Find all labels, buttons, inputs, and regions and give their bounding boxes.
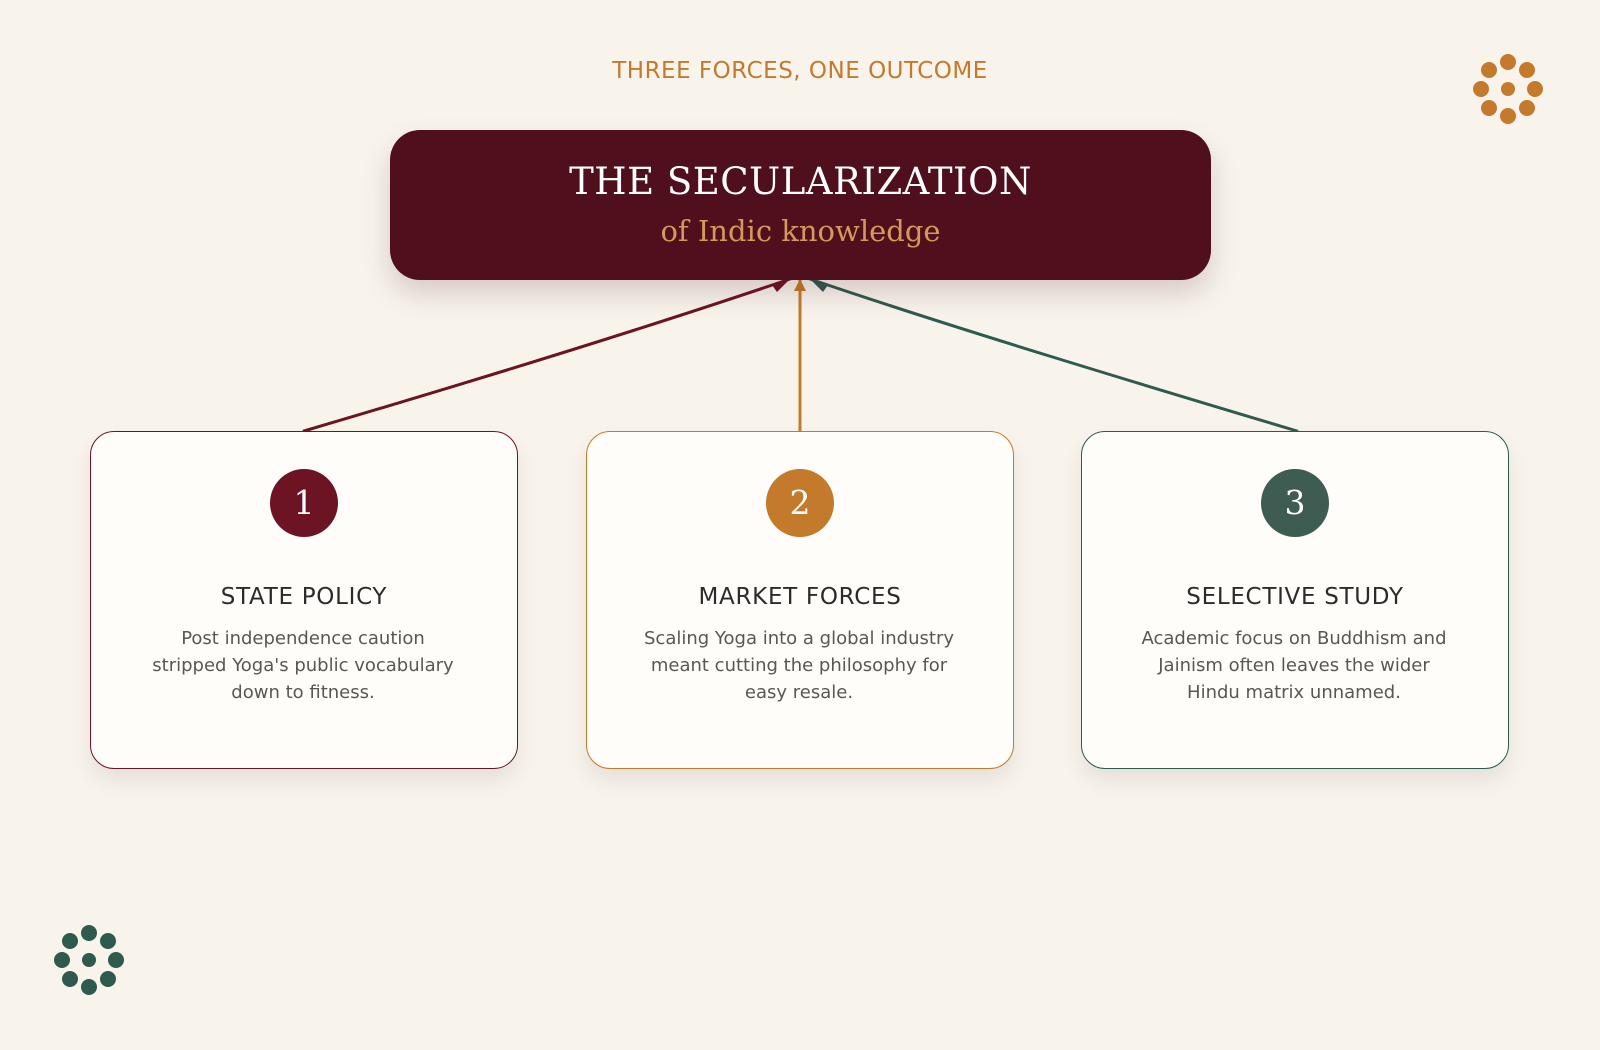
card-title: STATE POLICY: [220, 584, 388, 610]
hero-title: THE SECULARIZATION: [569, 160, 1032, 203]
connector-selective-study: [808, 277, 1299, 433]
dot-flower-icon: [53, 924, 125, 1000]
card-description: Post independence caution stripped Yoga'…: [152, 628, 454, 703]
market-forces-card: 2 MARKET FORCES Scaling Yoga into a glob…: [586, 431, 1014, 769]
eyebrow-label: THREE FORCES, ONE OUTCOME: [612, 58, 988, 84]
hero-subtitle: of Indic knowledge: [660, 214, 941, 248]
card-description: Scaling Yoga into a global industry mean…: [644, 628, 955, 703]
selective-study-card: 3 SELECTIVE STUDY Academic focus on Budd…: [1081, 431, 1509, 769]
card-description: Academic focus on Buddhism and Jainism o…: [1141, 628, 1447, 703]
central-outcome-box: THE SECULARIZATION of Indic knowledge: [390, 130, 1211, 280]
card-title: SELECTIVE STUDY: [1186, 584, 1404, 610]
connector-state-policy: [302, 277, 792, 433]
dot-flower-icon: [1472, 53, 1544, 129]
card-title: MARKET FORCES: [698, 584, 902, 610]
state-policy-card: 1 STATE POLICY Post independence caution…: [90, 431, 518, 769]
step-number-badge: 2: [766, 469, 834, 537]
step-number-badge: 1: [270, 469, 338, 537]
step-number-badge: 3: [1261, 469, 1329, 537]
